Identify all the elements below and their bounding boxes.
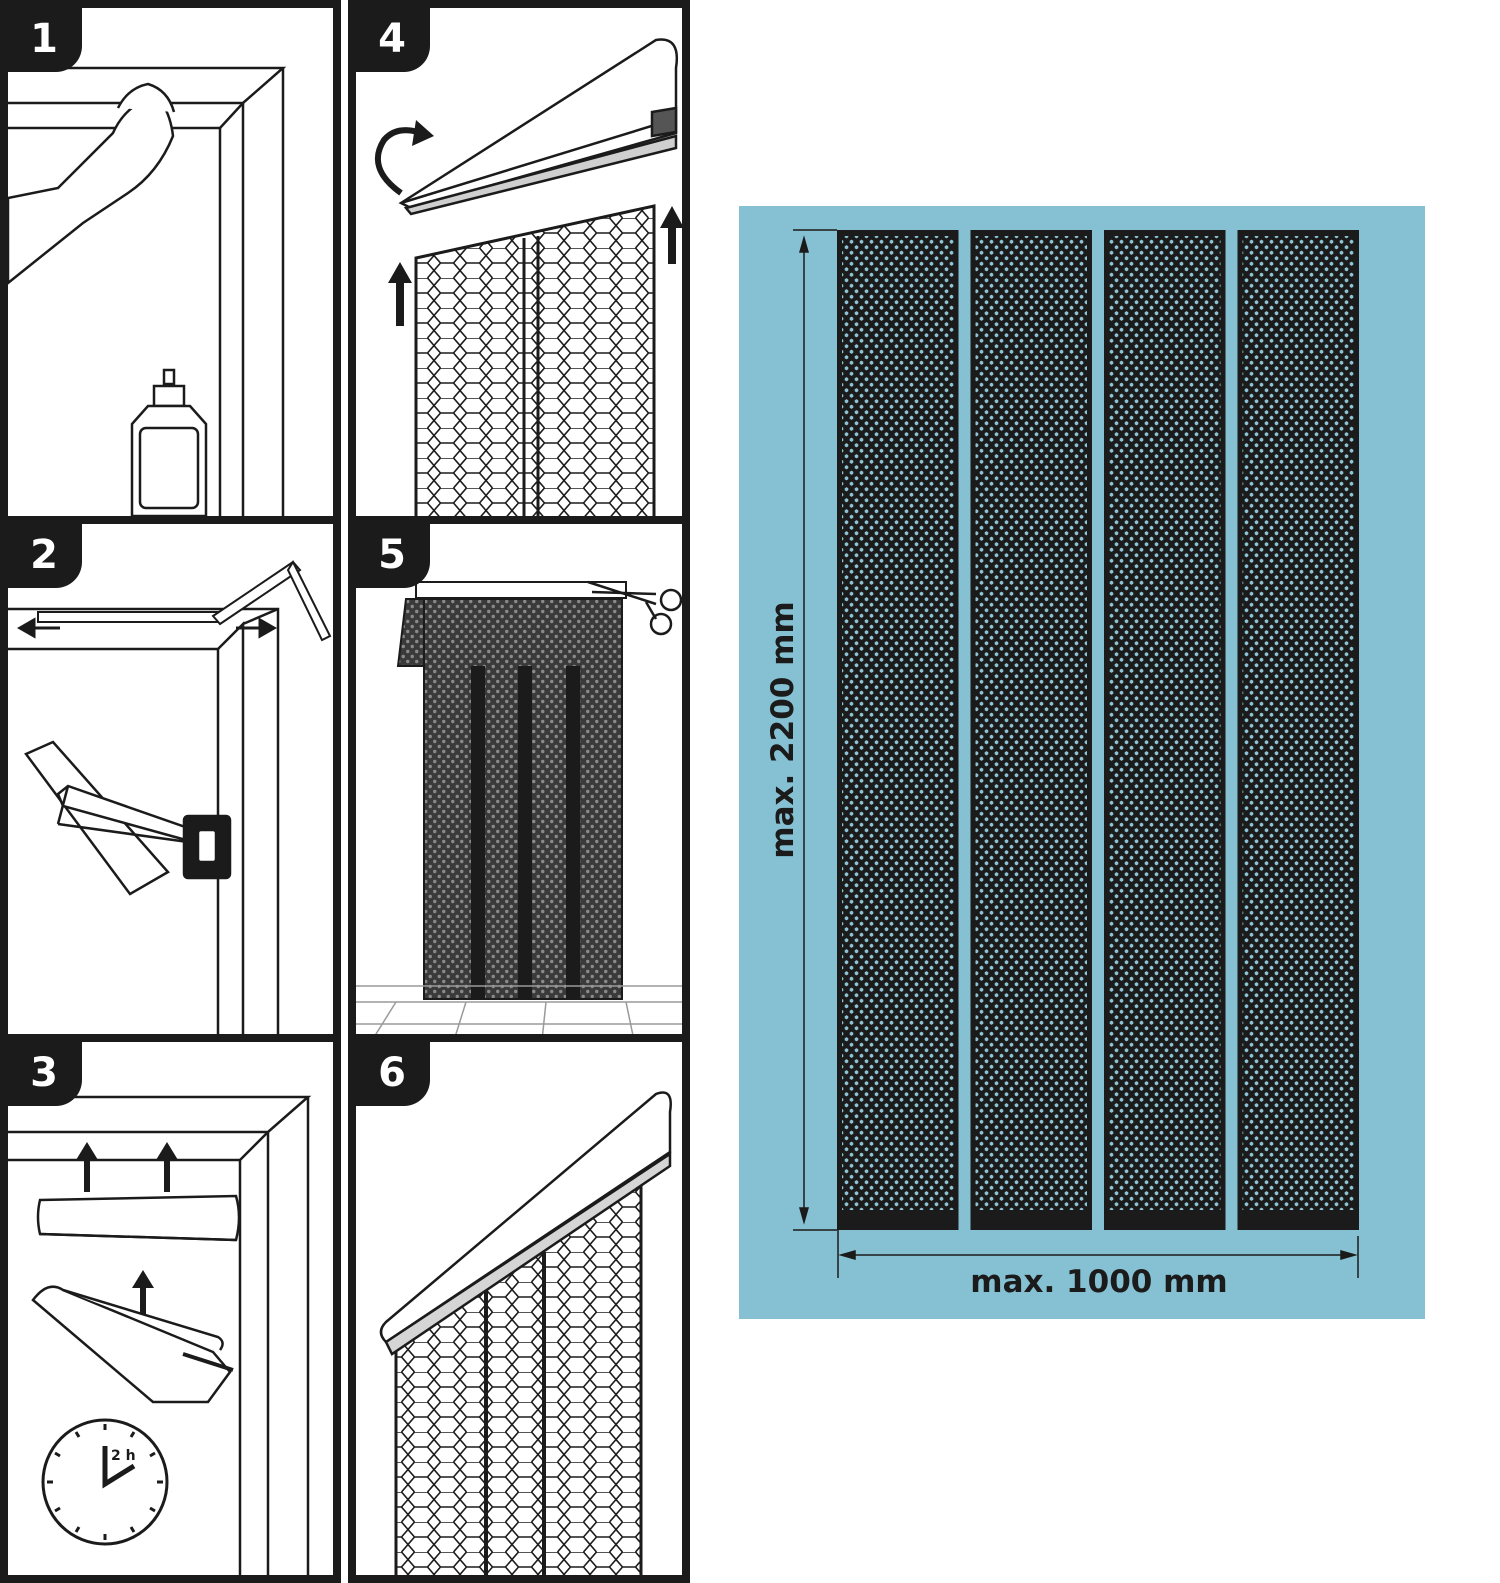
- adhesive-strip-icon: [31, 1285, 234, 1404]
- curtain-strip-mesh: [842, 236, 954, 1210]
- step-2-panel: 2: [0, 516, 341, 1042]
- step-1-illustration: [8, 66, 287, 516]
- scissors-icon: [587, 580, 682, 636]
- height-label: max. 2200 mm: [765, 601, 801, 858]
- width-label: max. 1000 mm: [970, 1264, 1227, 1300]
- clock-label: 2 h: [111, 1448, 136, 1464]
- step-1-number: 1: [8, 8, 82, 72]
- step-5-illustration: [356, 580, 682, 1034]
- spec-dimension-diagram: max. 2200 mm max. 1000 mm: [739, 206, 1425, 1319]
- top-rail-icon: [398, 38, 679, 216]
- step-5-number: 5: [356, 524, 430, 588]
- glue-bottle-icon: [130, 368, 208, 516]
- step-6-illustration: [379, 1091, 672, 1575]
- step-5-panel: 5: [348, 516, 690, 1042]
- mesh-curtain: [414, 204, 656, 516]
- mesh-curtain: [396, 598, 623, 1000]
- curtain-strip-mesh: [1109, 236, 1221, 1210]
- step-4-number: 4: [356, 8, 430, 72]
- up-arrow-icon: [76, 1142, 178, 1318]
- rotate-arrow-icon: [374, 127, 419, 196]
- step-2-illustration: [8, 559, 332, 1034]
- width-dimension: [837, 1230, 1359, 1278]
- profile-rail-icon: [36, 1194, 241, 1242]
- up-arrow-icon: [388, 206, 682, 326]
- step-3-number: 3: [8, 1042, 82, 1106]
- curtain-strip-mesh: [975, 236, 1087, 1210]
- height-dimension: [793, 229, 837, 1231]
- step-6-number: 6: [356, 1042, 430, 1106]
- top-rail-icon: [379, 1091, 672, 1356]
- step-3-illustration: 2 h: [8, 1095, 312, 1575]
- curtain-strip-mesh: [1242, 236, 1354, 1210]
- step-6-panel: 6: [348, 1034, 690, 1583]
- step-1-panel: 1: [0, 0, 341, 524]
- hacksaw-icon: [24, 740, 232, 896]
- step-4-panel: 4: [348, 0, 690, 524]
- folding-ruler-icon: [37, 559, 332, 642]
- hand-icon: [8, 82, 176, 285]
- floor-tiles: [356, 985, 682, 1034]
- measure-arrows: [16, 617, 278, 639]
- step-4-illustration: [374, 38, 682, 516]
- step-3-panel: 3: [0, 1034, 341, 1583]
- clock-icon: [41, 1418, 169, 1546]
- curtain-strips: [837, 230, 1359, 1230]
- step-2-number: 2: [8, 524, 82, 588]
